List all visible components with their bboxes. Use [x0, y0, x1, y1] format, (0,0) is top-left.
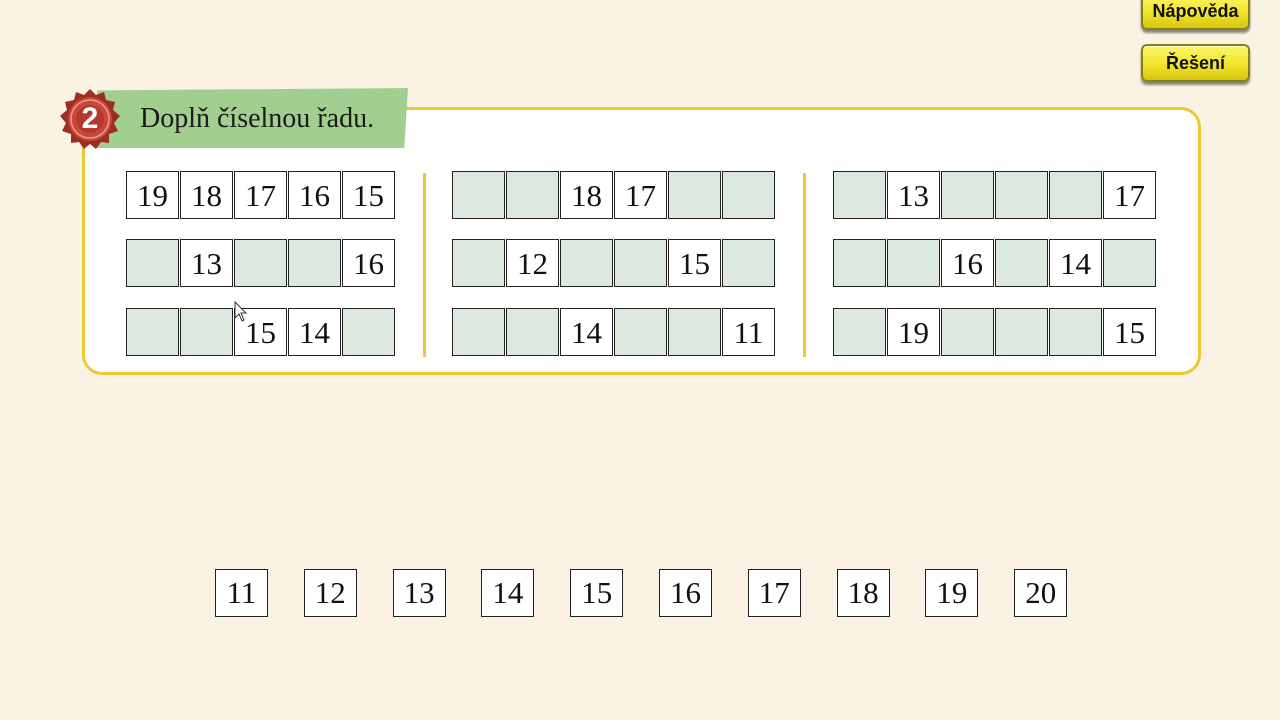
column-divider: [803, 173, 806, 357]
empty-answer-slot[interactable]: [452, 171, 505, 219]
given-number-cell: 13: [180, 239, 233, 287]
empty-answer-slot[interactable]: [506, 308, 559, 356]
column-divider: [423, 173, 426, 357]
draggable-number-tile[interactable]: 19: [925, 569, 979, 617]
draggable-number-tile[interactable]: 18: [836, 569, 890, 617]
empty-answer-slot[interactable]: [126, 308, 179, 356]
empty-answer-slot[interactable]: [833, 308, 886, 356]
empty-answer-slot[interactable]: [180, 308, 233, 356]
empty-answer-slot[interactable]: [722, 239, 775, 287]
empty-answer-slot[interactable]: [833, 171, 886, 219]
empty-answer-slot[interactable]: [506, 171, 559, 219]
draggable-number-tile[interactable]: 14: [481, 569, 535, 617]
empty-answer-slot[interactable]: [288, 239, 341, 287]
given-number-cell: 18: [560, 171, 613, 219]
empty-answer-slot[interactable]: [995, 171, 1048, 219]
empty-answer-slot[interactable]: [614, 308, 667, 356]
mouse-cursor-icon: [234, 301, 248, 322]
exercise-number: 2: [81, 102, 99, 135]
number-row: 12 15: [452, 239, 776, 287]
empty-answer-slot[interactable]: [1103, 239, 1156, 287]
given-number-cell: 14: [1049, 239, 1102, 287]
given-number-cell: 17: [614, 171, 667, 219]
empty-answer-slot[interactable]: [1049, 171, 1102, 219]
empty-answer-slot[interactable]: [1049, 308, 1102, 356]
empty-answer-slot[interactable]: [941, 308, 994, 356]
empty-answer-slot[interactable]: [995, 239, 1048, 287]
given-number-cell: 13: [887, 171, 940, 219]
given-number-cell: 18: [180, 171, 233, 219]
empty-answer-slot[interactable]: [126, 239, 179, 287]
given-number-cell: 15: [1103, 308, 1156, 356]
empty-answer-slot[interactable]: [452, 308, 505, 356]
empty-answer-slot[interactable]: [995, 308, 1048, 356]
draggable-number-tile[interactable]: 17: [747, 569, 801, 617]
number-row: 13 16: [126, 239, 396, 287]
empty-answer-slot[interactable]: [941, 171, 994, 219]
empty-answer-slot[interactable]: [452, 239, 505, 287]
given-number-cell: 14: [288, 308, 341, 356]
empty-answer-slot[interactable]: [342, 308, 395, 356]
draggable-number-tile[interactable]: 20: [1014, 569, 1068, 617]
empty-answer-slot[interactable]: [614, 239, 667, 287]
draggable-number-tile[interactable]: 11: [215, 569, 268, 617]
given-number-cell: 12: [506, 239, 559, 287]
given-number-cell: 11: [722, 308, 775, 356]
number-row: 13 17: [833, 171, 1157, 219]
empty-answer-slot[interactable]: [668, 171, 721, 219]
given-number-cell: 16: [288, 171, 341, 219]
given-number-cell: 15: [234, 308, 287, 356]
given-number-cell: 19: [126, 171, 179, 219]
draggable-number-tile[interactable]: 15: [570, 569, 624, 617]
empty-answer-slot[interactable]: [833, 239, 886, 287]
number-row: 14 11: [452, 308, 776, 356]
given-number-cell: 15: [342, 171, 395, 219]
given-number-cell: 17: [234, 171, 287, 219]
draggable-number-tile[interactable]: 12: [303, 569, 357, 617]
exercise-title: Doplň číselnou řadu.: [140, 103, 375, 134]
empty-answer-slot[interactable]: [560, 239, 613, 287]
draggable-number-tile[interactable]: 16: [659, 569, 712, 617]
solution-button[interactable]: Řešení: [1141, 44, 1250, 82]
given-number-cell: 14: [560, 308, 613, 356]
given-number-cell: 15: [668, 239, 721, 287]
exercise-number-badge: [60, 89, 120, 149]
given-number-cell: 17: [1103, 171, 1156, 219]
given-number-cell: 16: [342, 239, 395, 287]
given-number-cell: 16: [941, 239, 994, 287]
empty-answer-slot[interactable]: [668, 308, 721, 356]
empty-answer-slot[interactable]: [722, 171, 775, 219]
title-banner: [97, 88, 408, 148]
draggable-number-tile[interactable]: 13: [392, 569, 446, 617]
hint-button[interactable]: Nápověda: [1141, 0, 1250, 30]
empty-answer-slot[interactable]: [887, 239, 940, 287]
given-number-cell: 19: [887, 308, 940, 356]
empty-answer-slot[interactable]: [234, 239, 287, 287]
